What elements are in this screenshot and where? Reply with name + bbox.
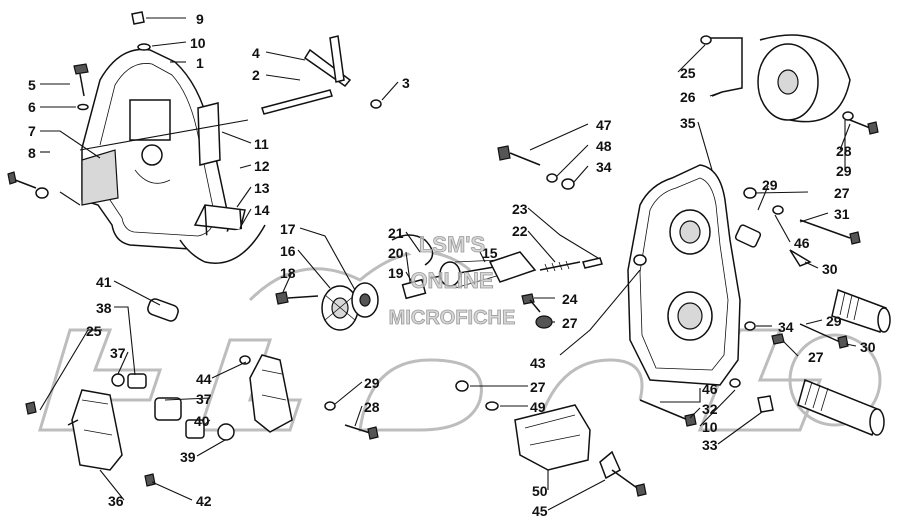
bolt-28-29 bbox=[324, 401, 379, 440]
callout-37: 37 bbox=[110, 345, 126, 361]
callout-40: 40 bbox=[194, 413, 210, 429]
callout-20: 20 bbox=[388, 245, 404, 261]
watermark-line-1: LSM'S bbox=[419, 232, 485, 257]
callout-35: 35 bbox=[680, 115, 696, 131]
callout-12: 12 bbox=[254, 158, 270, 174]
bolts-27-29-31 bbox=[734, 187, 861, 267]
callout-27: 27 bbox=[834, 185, 850, 201]
bolts-28-29 bbox=[842, 111, 879, 135]
callout-19: 19 bbox=[388, 265, 404, 281]
callout-6: 6 bbox=[28, 99, 36, 115]
bolt-18 bbox=[275, 291, 319, 305]
cover-plate bbox=[197, 102, 221, 166]
lower-bracket-44 bbox=[249, 354, 293, 433]
callout-2: 2 bbox=[252, 67, 260, 83]
callout-28: 28 bbox=[364, 399, 380, 415]
callout-21: 21 bbox=[388, 225, 404, 241]
shaft-30 bbox=[831, 288, 891, 333]
callout-7: 7 bbox=[28, 123, 36, 139]
callout-24: 24 bbox=[562, 291, 578, 307]
callout-29: 29 bbox=[836, 163, 852, 179]
callout-15: 15 bbox=[482, 245, 498, 261]
callout-37: 37 bbox=[196, 391, 212, 407]
callout-48: 48 bbox=[596, 138, 612, 154]
callout-18: 18 bbox=[280, 265, 296, 281]
callout-32: 32 bbox=[702, 401, 718, 417]
callout-33: 33 bbox=[702, 437, 718, 453]
chaincase-housing bbox=[627, 164, 741, 386]
callout-47: 47 bbox=[596, 117, 612, 133]
cover-bolts bbox=[7, 11, 151, 199]
callout-30: 30 bbox=[822, 261, 838, 277]
callout-9: 9 bbox=[196, 11, 204, 27]
brake-disc bbox=[757, 34, 851, 123]
callout-22: 22 bbox=[512, 223, 528, 239]
sprocket-17 bbox=[351, 282, 379, 318]
spacers-37-41 bbox=[111, 298, 251, 487]
spring-14 bbox=[179, 224, 266, 264]
callout-5: 5 bbox=[28, 77, 36, 93]
watermark-logo-outline bbox=[37, 250, 882, 432]
callout-25: 25 bbox=[86, 323, 102, 339]
callout-17: 17 bbox=[280, 221, 296, 237]
callout-4: 4 bbox=[252, 45, 260, 61]
callout-27: 27 bbox=[562, 315, 578, 331]
watermark: LSM'S ONLINE MICROFICHE bbox=[388, 232, 516, 330]
callout-39: 39 bbox=[180, 449, 196, 465]
callout-16: 16 bbox=[280, 243, 296, 259]
callout-10: 10 bbox=[190, 35, 206, 51]
bolt-47-48-34 bbox=[497, 145, 575, 190]
watermark-line-2: ONLINE bbox=[410, 268, 493, 293]
bolts-32-33 bbox=[639, 378, 774, 427]
callout-41: 41 bbox=[96, 274, 112, 290]
callout-labels: 9 10 1 5 6 7 8 4 2 3 11 12 13 14 17 16 1… bbox=[28, 11, 876, 519]
callout-29: 29 bbox=[826, 313, 842, 329]
callout-28: 28 bbox=[836, 143, 852, 159]
callout-29: 29 bbox=[762, 177, 778, 193]
callout-34: 34 bbox=[778, 319, 794, 335]
leader-lines bbox=[39, 17, 857, 511]
sprocket-16 bbox=[321, 285, 359, 331]
callout-1: 1 bbox=[196, 55, 204, 71]
callout-46: 46 bbox=[794, 235, 810, 251]
tensioner-shaft-19-22 bbox=[391, 234, 603, 300]
callout-49: 49 bbox=[530, 399, 546, 415]
callout-38: 38 bbox=[96, 300, 112, 316]
callout-44: 44 bbox=[196, 371, 212, 387]
callout-3: 3 bbox=[402, 75, 410, 91]
callout-42: 42 bbox=[196, 493, 212, 509]
driveshaft bbox=[797, 378, 885, 436]
callout-50: 50 bbox=[532, 483, 548, 499]
bracket-25-26 bbox=[700, 35, 743, 97]
watermark-line-3: MICROFICHE bbox=[389, 307, 516, 329]
chaincase-cover bbox=[81, 48, 230, 251]
lower-bracket-36 bbox=[25, 389, 123, 471]
callout-8: 8 bbox=[28, 145, 36, 161]
tensioner-shaft bbox=[261, 35, 382, 115]
callout-46: 46 bbox=[702, 381, 718, 397]
chain-guide-50 bbox=[455, 380, 647, 497]
callout-27: 27 bbox=[808, 349, 824, 365]
callout-10: 10 bbox=[702, 419, 718, 435]
callout-11: 11 bbox=[254, 136, 269, 152]
washers-34-27-29 bbox=[744, 321, 849, 349]
callout-27: 27 bbox=[530, 379, 546, 395]
callout-45: 45 bbox=[532, 503, 548, 519]
callout-14: 14 bbox=[254, 202, 270, 218]
callout-26: 26 bbox=[680, 89, 696, 105]
callout-29: 29 bbox=[364, 375, 380, 391]
callout-30: 30 bbox=[860, 339, 876, 355]
nut-24-27 bbox=[521, 293, 553, 329]
callout-43: 43 bbox=[530, 355, 546, 371]
callout-36: 36 bbox=[108, 493, 124, 509]
callout-13: 13 bbox=[254, 180, 270, 196]
callout-23: 23 bbox=[512, 201, 528, 217]
callout-25: 25 bbox=[680, 65, 696, 81]
callout-34: 34 bbox=[596, 159, 612, 175]
callout-31: 31 bbox=[834, 206, 850, 222]
